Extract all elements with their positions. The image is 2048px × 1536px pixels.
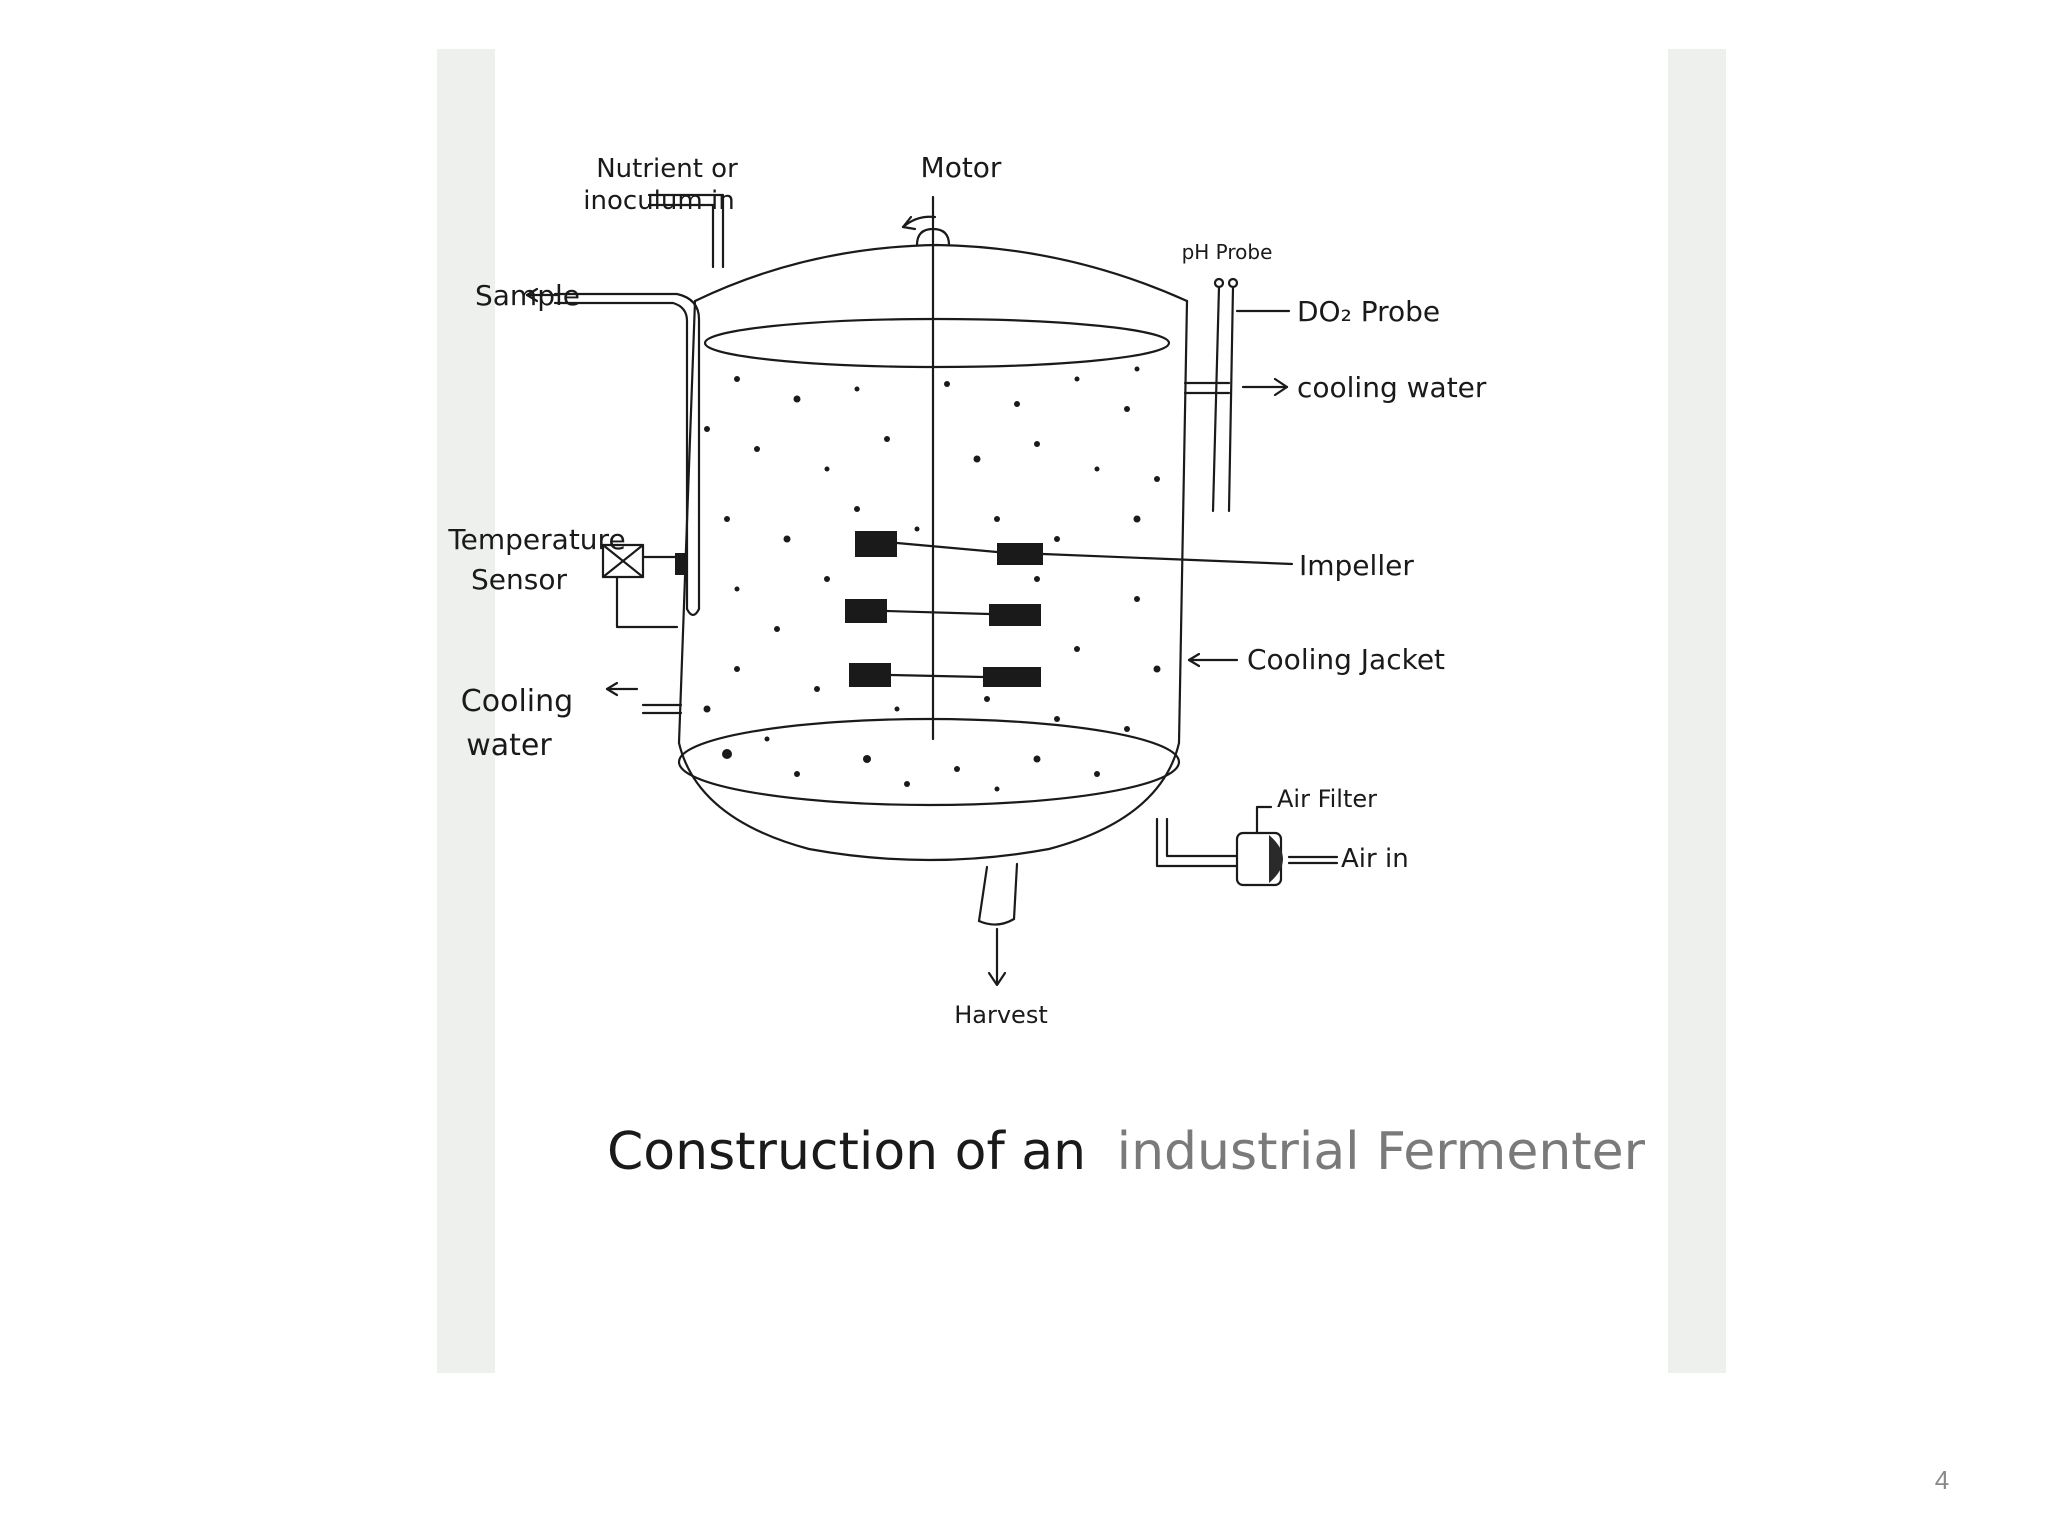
fermenter-diagram: Nutrient or inoculum in Motor pH Probe D…: [447, 151, 1646, 1182]
label-air-in: Air in: [1341, 844, 1409, 874]
cooling-jacket-arrow: [1187, 652, 1239, 668]
label-impeller: Impeller: [1299, 549, 1414, 582]
caption-dark: Construction of an: [607, 1122, 1086, 1182]
label-ph-probe: pH Probe: [1182, 240, 1273, 264]
label-motor: Motor: [921, 151, 1002, 184]
cooling-water-in-pipe: [605, 681, 683, 715]
label-cooling-water-in-line1: Cooling: [461, 684, 573, 719]
label-cooling-jacket: Cooling Jacket: [1247, 643, 1445, 676]
motor-shaft: [901, 195, 951, 741]
vessel: [677, 243, 1189, 926]
label-temperature-line1: Temperature: [447, 523, 625, 556]
sample-tube: [553, 292, 701, 617]
label-air-filter: Air Filter: [1277, 785, 1377, 813]
caption: Construction of an industrial Fermenter: [607, 1122, 1646, 1182]
impeller-blades: [845, 531, 1043, 687]
cooling-water-out-pipe: [1183, 377, 1289, 397]
label-harvest: Harvest: [954, 1001, 1048, 1029]
page-number: 4: [1934, 1465, 1950, 1495]
label-temperature-line2: Sensor: [471, 563, 567, 596]
fermenter-photo: Nutrient or inoculum in Motor pH Probe D…: [437, 49, 1726, 1373]
impeller-arms: [885, 541, 1294, 679]
nutrient-inlet-pipe: [647, 193, 725, 269]
medium-particles: [703, 366, 1161, 792]
photo-border-right: [1668, 49, 1726, 1373]
label-do2-probe: DO₂ Probe: [1297, 295, 1440, 328]
label-nutrient-line1: Nutrient or: [596, 154, 738, 184]
temperature-sensor: [601, 543, 685, 629]
air-inlet: [1155, 805, 1339, 887]
probes: [1211, 277, 1291, 513]
label-nutrient-line2: inoculum in: [583, 186, 734, 216]
sample-arrow: [525, 287, 559, 303]
caption-light: industrial Fermenter: [1117, 1122, 1646, 1182]
harvest-arrow: [987, 927, 1007, 987]
label-sample: Sample: [475, 279, 580, 312]
photo-border-left: [437, 49, 495, 1373]
label-cooling-water-in-line2: water: [466, 728, 552, 763]
label-cooling-water-out: cooling water: [1297, 371, 1487, 404]
